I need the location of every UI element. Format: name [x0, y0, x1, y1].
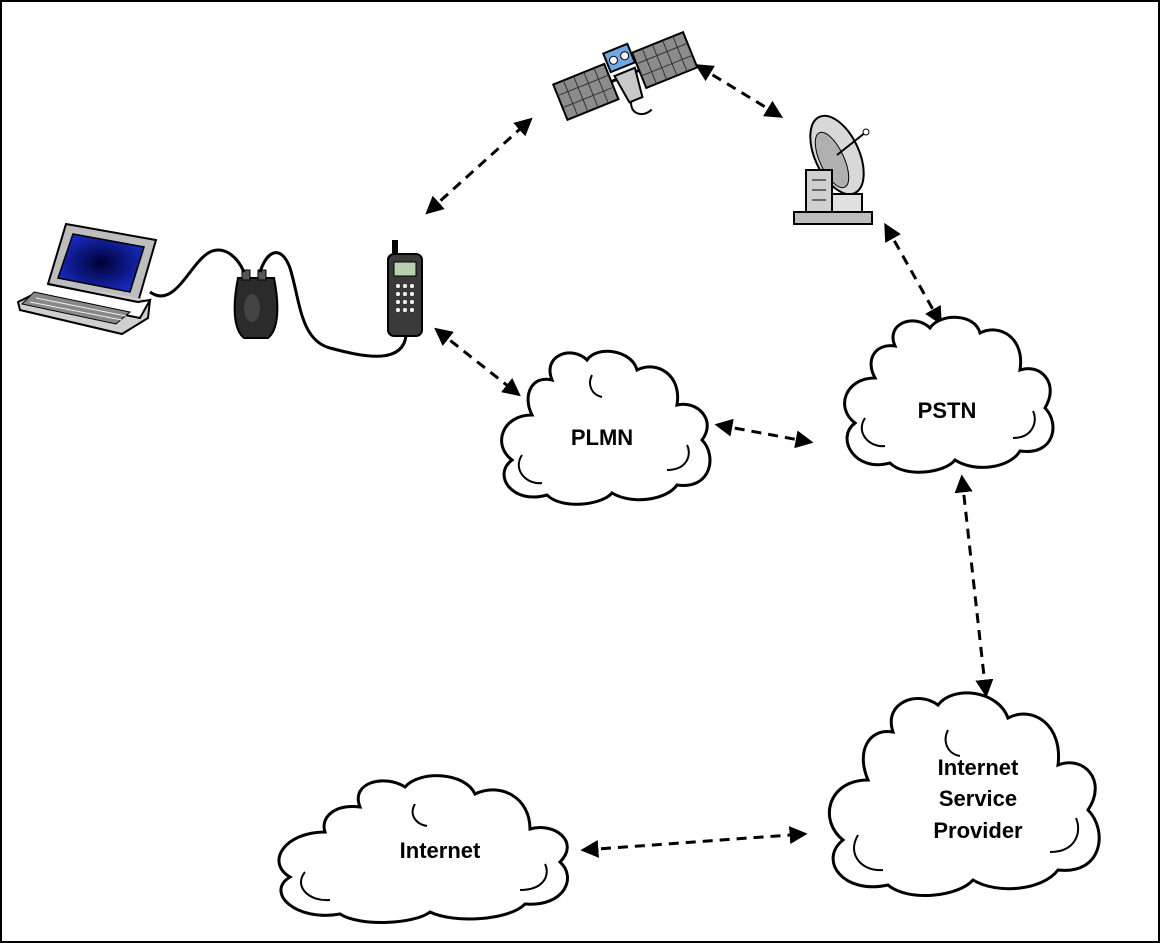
isp-label-line1: Internet: [938, 755, 1019, 780]
plmn-label: PLMN: [571, 425, 633, 450]
link-satellite-dish: [694, 64, 784, 118]
isp-label-line2: Service: [939, 786, 1017, 811]
link-phone-satellite: [425, 117, 533, 215]
link-internet-isp: [580, 826, 808, 858]
satellite-icon: [551, 30, 699, 122]
modem-phone-cable: [258, 251, 408, 358]
plmn-cloud: PLMN: [500, 349, 712, 506]
satellite-dish-icon: [793, 114, 873, 225]
link-phone-plmn: [434, 327, 521, 397]
internet-cloud: Internet: [277, 774, 569, 924]
mobile-phone-icon: [387, 240, 423, 337]
cables: [149, 248, 408, 358]
laptop-modem-cable: [149, 248, 246, 298]
modem-icon: [233, 269, 279, 339]
pstn-cloud: PSTN: [843, 315, 1055, 474]
isp-cloud: Internet Service Provider: [827, 691, 1101, 897]
links: [425, 64, 994, 858]
internet-label: Internet: [400, 838, 481, 863]
link-plmn-pstn: [714, 418, 814, 449]
pstn-label: PSTN: [918, 398, 977, 423]
laptop-icon: [16, 222, 158, 336]
link-dish-pstn: [884, 222, 942, 326]
link-pstn-isp: [954, 474, 994, 698]
isp-label-line3: Provider: [933, 818, 1023, 843]
